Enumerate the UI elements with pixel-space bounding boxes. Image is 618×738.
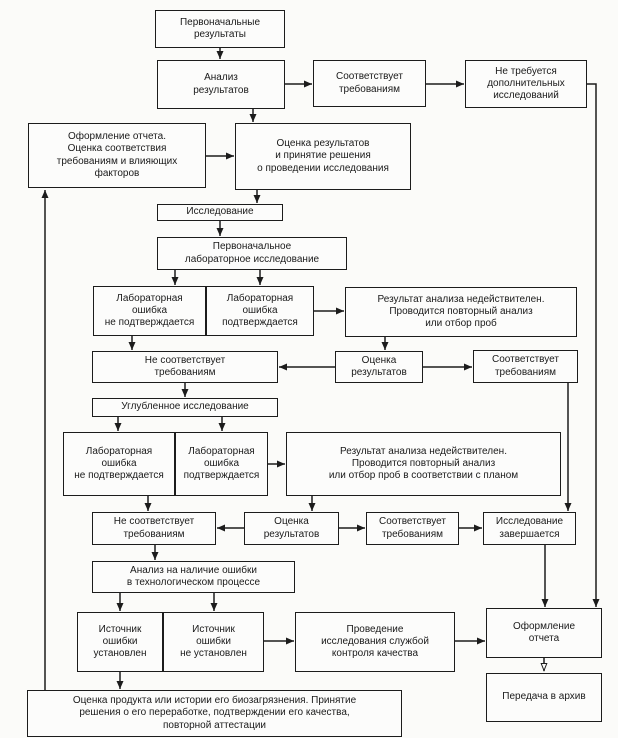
node-meets-requirements-initial: Соответствует требованиям [313, 60, 426, 107]
node-error-source-found: Источник ошибки установлен [77, 612, 163, 672]
node-error-source-not-found: Источник ошибки не установлен [163, 612, 264, 672]
node-in-depth-research: Углубленное исследование [92, 398, 278, 417]
node-report: Оформление отчета [486, 608, 602, 658]
node-qc-research: Проведение исследования службой контроля… [295, 612, 455, 672]
node-lab-error-confirmed-2: Лабораторная ошибка подтверждается [175, 432, 268, 496]
node-not-meets-requirements-1: Не соответствует требованиям [92, 351, 278, 383]
node-lab-error-not-confirmed-2: Лабораторная ошибка не подтверждается [63, 432, 175, 496]
node-product-evaluation: Оценка продукта или истории его биозагря… [27, 690, 402, 737]
node-not-meets-requirements-2: Не соответствует требованиям [92, 512, 216, 545]
node-initial-lab-research: Первоначальное лабораторное исследование [157, 237, 347, 270]
node-results-decision: Оценка результатов и принятие решения о … [235, 123, 411, 190]
node-invalid-result-1: Результат анализа недействителен. Провод… [345, 287, 577, 337]
node-lab-error-confirmed-1: Лабораторная ошибка подтверждается [206, 286, 314, 336]
node-research-completed: Исследование завершается [483, 512, 576, 545]
node-lab-error-not-confirmed-1: Лабораторная ошибка не подтверждается [93, 286, 206, 336]
node-results-evaluation-1: Оценка результатов [335, 351, 423, 383]
node-meets-requirements-2: Соответствует требованиям [366, 512, 459, 545]
node-invalid-result-2: Результат анализа недействителен. Провод… [286, 432, 561, 496]
node-process-error-analysis: Анализ на наличие ошибки в технологическ… [92, 561, 295, 593]
node-report-compliance: Оформление отчета. Оценка соответствия т… [28, 123, 206, 188]
node-meets-requirements-1: Соответствует требованиям [473, 350, 578, 383]
node-analysis-results: Анализ результатов [157, 60, 285, 109]
node-research: Исследование [157, 204, 283, 221]
node-no-additional-research: Не требуется дополнительных исследований [465, 60, 587, 108]
node-results-evaluation-2: Оценка результатов [244, 512, 339, 545]
node-archive: Передача в архив [486, 673, 602, 722]
node-initial-results: Первоначальные результаты [155, 10, 285, 48]
